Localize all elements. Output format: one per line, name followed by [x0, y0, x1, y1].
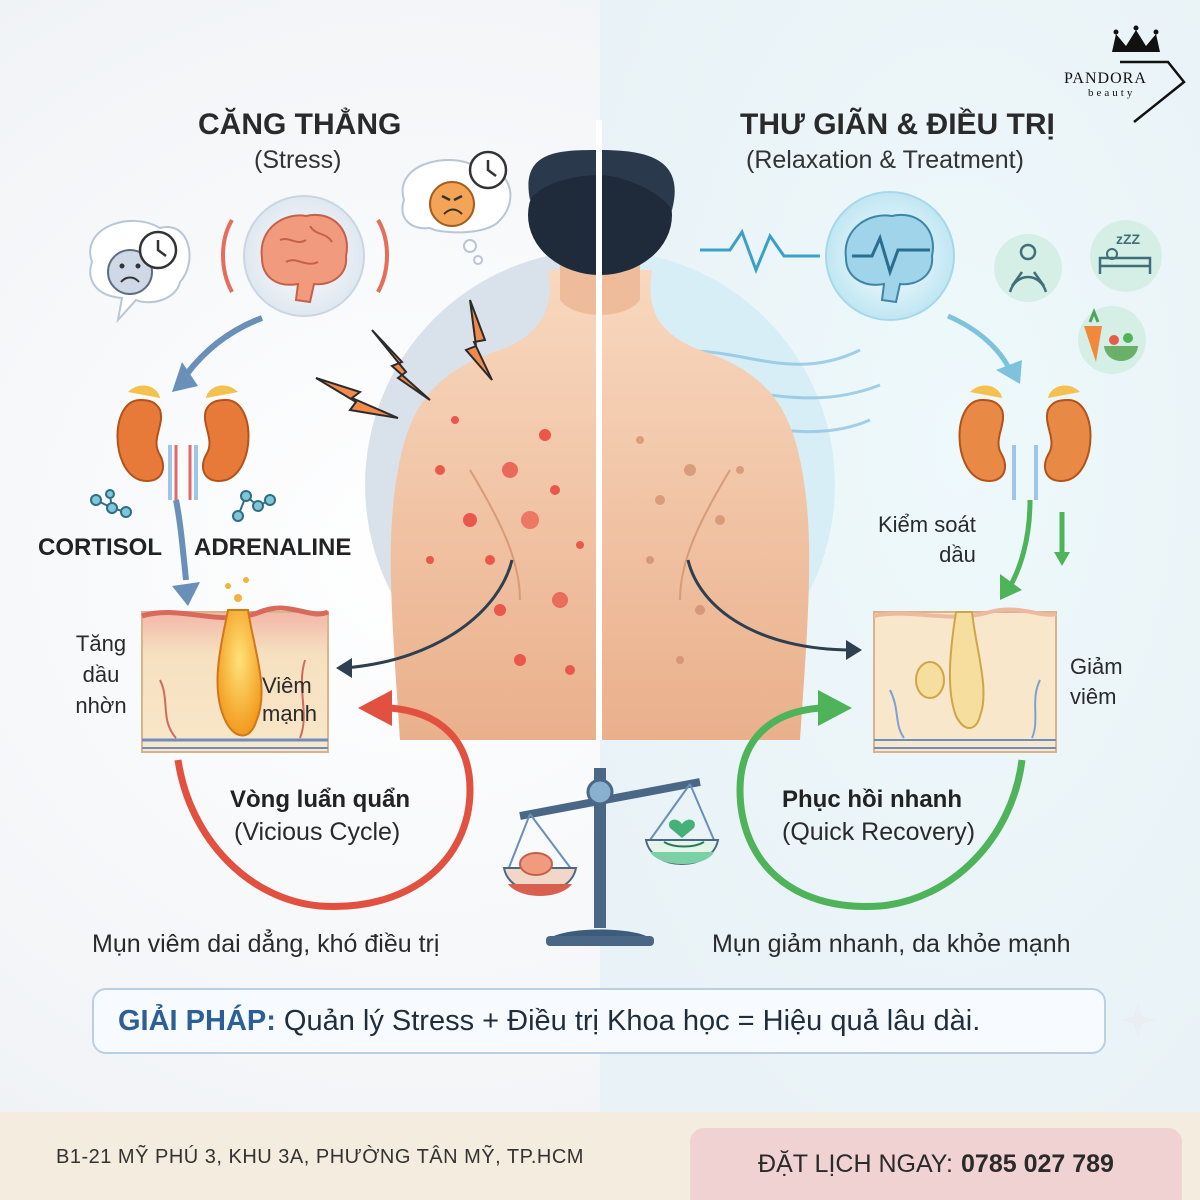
inflammation-line2: mạnh [262, 701, 318, 726]
oily-skin-line2: dầu [82, 662, 120, 687]
body-to-skin-arrows [344, 559, 853, 670]
acne-inflamed [426, 416, 584, 675]
left-title: CĂNG THẲNG [198, 108, 402, 141]
adrenaline-label: ADRENALINE [194, 534, 352, 561]
brand-name: PANDORA [1064, 70, 1147, 87]
brand-logo: PANDORA beauty [1058, 30, 1178, 126]
center-divider [596, 120, 602, 740]
right-title: THƯ GIÃN & ĐIỀU TRỊ [740, 108, 1055, 141]
solution-banner: GIẢI PHÁP: Quản lý Stress + Điều trị Kho… [92, 988, 1106, 1054]
recovery-subtitle: (Quick Recovery) [782, 818, 976, 846]
calm-brain-icon [700, 191, 955, 321]
right-subtitle: (Relaxation & Treatment) [746, 146, 1024, 174]
kidney-icon [116, 385, 250, 500]
sleep-zzz: zZZ [1116, 231, 1141, 247]
oil-control-line2: dầu [939, 542, 976, 567]
vegetables-icon [1078, 306, 1146, 374]
reduce-inflammation-label: Giảm viêm [1070, 652, 1123, 712]
diamond-icon [1120, 60, 1186, 123]
vicious-cycle-title: Vòng luẩn quẩn [230, 786, 410, 813]
clock-icon [138, 230, 178, 270]
angry-face-icon [401, 150, 512, 265]
vicious-cycle-subtitle: (Vicious Cycle) [234, 818, 401, 846]
skin-section-healthy [873, 607, 1057, 753]
kidney-icon-right [958, 385, 1092, 500]
lightning-icon [315, 299, 493, 419]
recovery-cycle-arrow [736, 704, 1026, 910]
flow-arrows-left [173, 315, 264, 581]
balance-scale-icon [502, 768, 720, 946]
footer-address: B1-21 MỸ PHÚ 3, KHU 3A, PHƯỜNG TÂN MỸ, T… [56, 1146, 584, 1168]
skin-section-inflamed [141, 577, 330, 753]
oil-control-line1: Kiểm soát [878, 512, 976, 537]
reduce-line2: viêm [1070, 684, 1117, 709]
solution-keyword: GIẢI PHÁP: [118, 1004, 276, 1037]
heart-hand-icon [663, 819, 705, 848]
cta-label: ĐẶT LỊCH NGAY: [758, 1149, 954, 1178]
vicious-cycle-arrow [174, 704, 474, 910]
solution-text: Quản lý Stress + Điều trị Khoa học = Hiệ… [283, 1004, 981, 1037]
reduce-line1: Giảm [1070, 654, 1123, 679]
inflammation-label: Viêm mạnh [262, 672, 317, 728]
cycle-arrow-head-left [358, 690, 392, 726]
inflammation-line1: Viêm [262, 673, 312, 698]
oil-control-label: Kiểm soát dầu [878, 510, 976, 570]
cortisol-label: CORTISOL [38, 534, 162, 561]
oily-skin-line3: nhờn [75, 693, 127, 718]
booking-cta-button[interactable]: ĐẶT LỊCH NGAY: 0785 027 789 [690, 1128, 1182, 1200]
left-outcome: Mụn viêm dai dẳng, khó điều trị [92, 930, 440, 958]
oily-skin-line1: Tăng [75, 631, 127, 656]
cta-phone[interactable]: 0785 027 789 [961, 1149, 1114, 1178]
cycle-arrow-head-right [818, 690, 852, 726]
acne-healing [636, 436, 744, 664]
molecule-icon [90, 489, 276, 522]
right-outcome: Mụn giảm nhanh, da khỏe mạnh [712, 930, 1071, 958]
sleep-icon: zZZ [1090, 220, 1162, 292]
brand-tagline: beauty [1088, 87, 1136, 99]
left-subtitle: (Stress) [254, 146, 342, 174]
flow-arrows-right-top [946, 313, 1013, 372]
meditation-icon [994, 234, 1062, 302]
sparkle-icon [1120, 1002, 1156, 1038]
oily-skin-label: Tăng dầu nhờn [70, 628, 132, 721]
crown-icon [1112, 25, 1160, 52]
brain-icon [221, 195, 389, 317]
recovery-title: Phục hồi nhanh [782, 786, 962, 813]
